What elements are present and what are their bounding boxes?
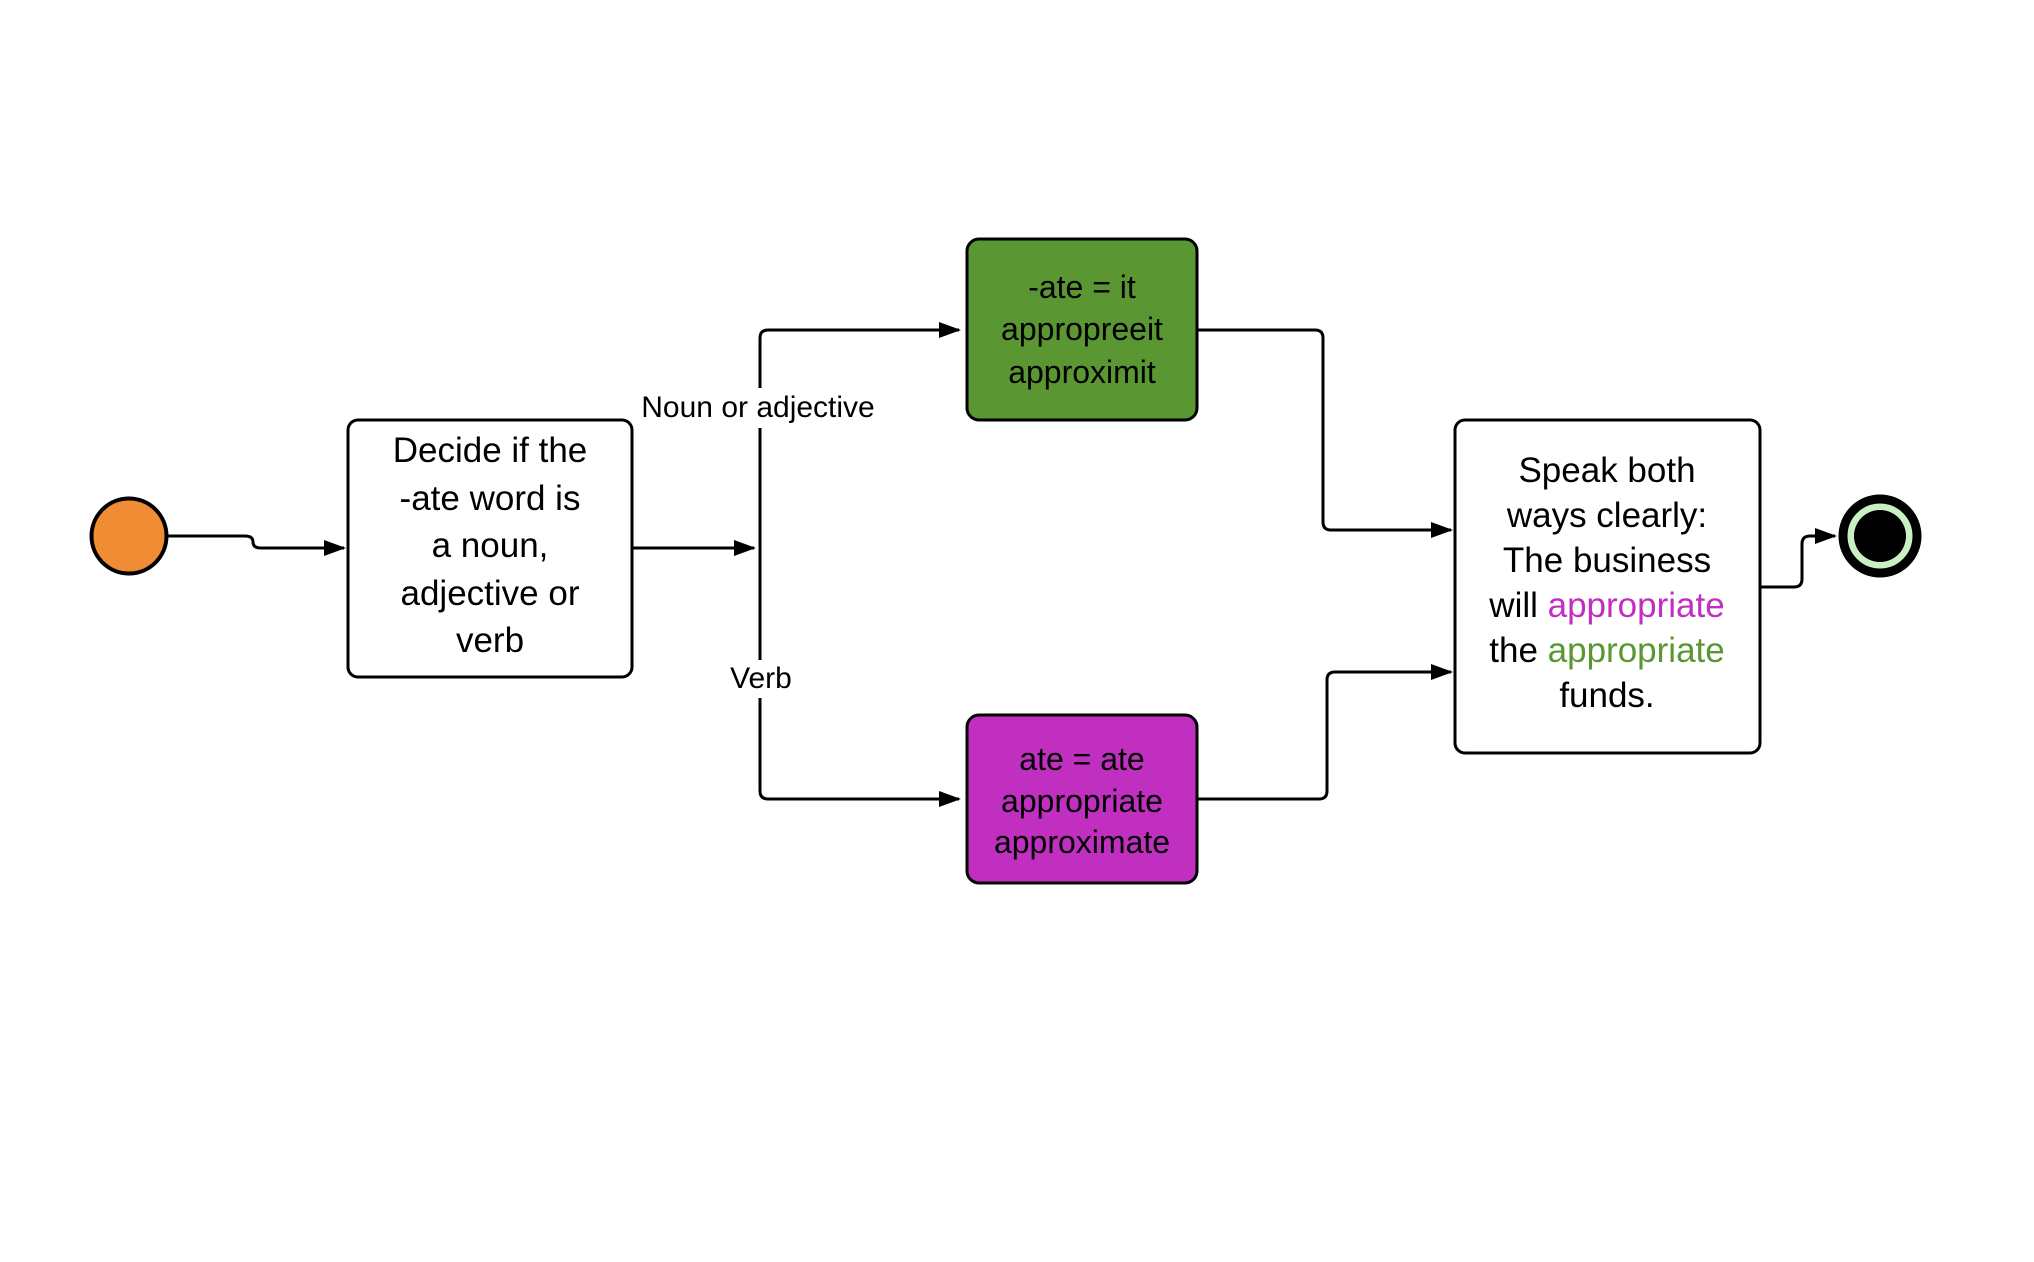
verb-result-text-line: approximate [994,824,1170,860]
edge-junction-to-noun-result[interactable] [758,322,961,548]
speak-text-plain: the [1489,631,1547,670]
verb-branch-label: Verb [730,662,792,695]
speak-text-line: The business [1503,541,1711,580]
speak-text-line: will appropriate [1488,586,1724,625]
edge-verb-result-to-speak[interactable] [1198,664,1453,801]
verb-branch-label-bg [722,660,802,698]
edge-junction-to-verb-result[interactable] [758,548,961,807]
edge-start-to-decide[interactable] [167,534,346,556]
start-node[interactable] [89,496,169,576]
speak-text-magenta-word: appropriate [1548,586,1725,625]
speak-text-green-word: appropriate [1548,631,1725,670]
edge-noun-result-to-speak[interactable] [1198,328,1453,538]
edge-speak-to-end[interactable] [1761,528,1837,589]
verb-result-node[interactable] [965,713,1199,885]
noun-result-text-line: -ate = it [1028,269,1136,305]
noun-result-text-line: appropreeit [1001,311,1163,347]
speak-text-line: Speak both [1518,451,1695,490]
speak-text-plain: will [1488,586,1547,625]
speak-text-line: the appropriate [1489,631,1724,670]
end-node-core [1854,510,1906,562]
noun-result-text-line: approximit [1008,354,1156,390]
speak-text-line: funds. [1559,676,1654,715]
decide-node-text-line: adjective or [401,574,580,613]
decide-node-text-line: Decide if the [393,431,588,470]
speak-node[interactable] [1453,418,1762,755]
noun-result-node[interactable] [965,237,1199,422]
decide-node-text-line: verb [456,621,524,660]
noun-branch-label: Noun or adjective [641,391,874,424]
verb-result-text-line: appropriate [1001,783,1163,819]
verb-result-text-line: ate = ate [1019,741,1144,777]
decide-node-text-line: a noun, [432,526,549,565]
decide-node[interactable] [346,418,634,679]
noun-branch-label-bg [630,388,886,428]
decide-node-text-line: -ate word is [400,479,581,518]
speak-text-line: ways clearly: [1506,496,1707,535]
